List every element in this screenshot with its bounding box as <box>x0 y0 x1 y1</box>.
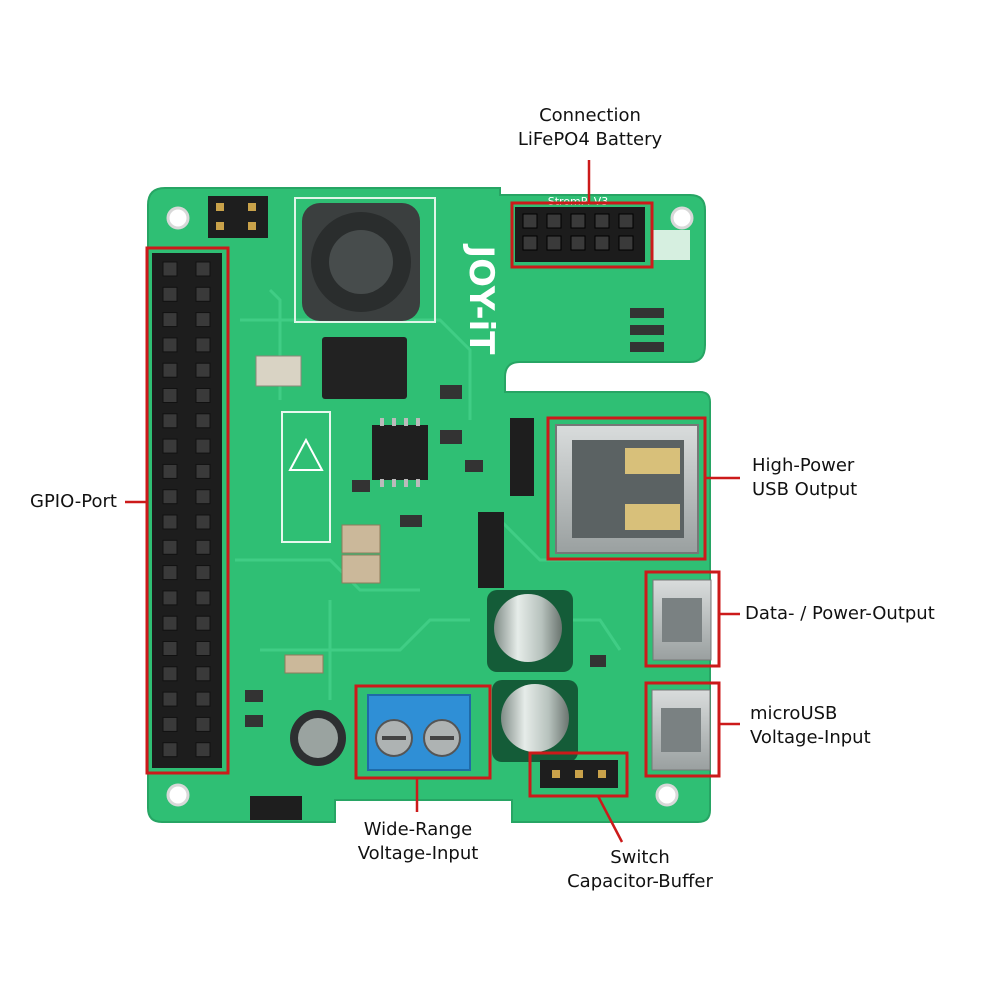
gpio-pin <box>195 590 211 606</box>
gpio-pin <box>195 286 211 302</box>
gpio-pin <box>162 362 178 378</box>
callout-switch-line2: Capacitor-Buffer <box>567 871 713 892</box>
callout-data-power-line1: Data- / Power-Output <box>745 603 935 624</box>
callout-microusb-line2: Voltage-Input <box>750 727 871 748</box>
gpio-pin <box>195 615 211 631</box>
highlight-data-power <box>644 570 721 668</box>
ic-chip <box>372 418 428 487</box>
highlight-boxes <box>145 201 721 798</box>
gpio-pin <box>162 388 178 403</box>
highlight-wide-range <box>354 684 492 780</box>
small-jumper-header <box>208 196 268 238</box>
gpio-pin <box>162 691 178 707</box>
usb-a-port <box>555 424 699 554</box>
callout-wide-range-line2: Voltage-Input <box>357 843 479 864</box>
leader-lines <box>125 160 740 843</box>
callout-usb-line1: High-Power <box>752 455 855 476</box>
reset-jumper <box>250 796 302 820</box>
gpio-pin <box>195 666 211 682</box>
callout-battery-line2: LiFePO4 Battery <box>517 129 663 150</box>
highlight-usb-a <box>546 416 707 561</box>
callout-wide-range-line1: Wide-Range <box>363 819 473 840</box>
gpio-pin <box>162 590 178 606</box>
gpio-pin <box>162 539 178 555</box>
highlight-gpio <box>145 246 230 775</box>
battery-pin <box>594 235 610 251</box>
callout-wide-range: Wide-Range Voltage-Input <box>318 818 518 866</box>
gpio-pin <box>195 337 211 353</box>
gpio-pin <box>162 514 178 530</box>
callout-switch-cap: Switch Capacitor-Buffer <box>540 846 740 894</box>
battery-pin <box>522 213 538 229</box>
gpio-pin <box>162 716 178 732</box>
gpio-pin <box>195 388 211 403</box>
gpio-pin <box>195 565 211 581</box>
gpio-pin <box>162 261 178 277</box>
gpio-pin <box>162 337 178 353</box>
diode <box>322 337 407 399</box>
cap-buffer-switch <box>540 760 618 788</box>
gpio-pin <box>195 742 211 758</box>
gpio-pin <box>162 312 178 328</box>
gpio-pin <box>195 438 211 454</box>
gpio-pin <box>195 716 211 732</box>
gpio-pin <box>195 514 211 530</box>
gpio-pin <box>195 691 211 707</box>
gpio-pin <box>162 413 178 429</box>
battery-pin <box>594 213 610 229</box>
mounting-holes <box>166 206 694 807</box>
battery-pin <box>522 235 538 251</box>
battery-pin <box>570 213 586 229</box>
gpio-header <box>152 253 222 768</box>
gpio-pin <box>162 489 178 505</box>
callout-switch-line1: Switch <box>610 847 670 868</box>
gpio-pin <box>162 666 178 682</box>
battery-pin <box>546 235 562 251</box>
battery-connector: StromPi V3 <box>515 195 690 262</box>
callout-gpio: GPIO-Port <box>30 490 150 514</box>
inductor <box>294 197 436 323</box>
gpio-pin <box>162 742 178 758</box>
gpio-pin <box>195 362 211 378</box>
micro-usb-bottom <box>651 689 711 771</box>
gpio-pin <box>162 438 178 454</box>
gpio-pin <box>195 463 211 479</box>
smd-components <box>245 308 664 727</box>
callout-usb-high-power: High-Power USB Output <box>752 454 952 502</box>
callout-battery: Connection LiFePO4 Battery <box>480 104 700 152</box>
gpio-pin <box>195 539 211 555</box>
jumper-headers <box>478 418 534 588</box>
callout-microusb-line1: microUSB <box>750 703 838 724</box>
highlight-switch-cap <box>528 751 629 798</box>
highlight-battery <box>510 201 654 269</box>
gpio-pin <box>162 565 178 581</box>
gpio-pin <box>162 615 178 631</box>
gpio-pin <box>195 489 211 505</box>
callout-battery-line1: Connection <box>539 105 641 126</box>
battery-pin <box>570 235 586 251</box>
gpio-pin <box>195 261 211 277</box>
gpio-pin <box>195 641 211 656</box>
callout-gpio-line1: GPIO-Port <box>30 491 117 512</box>
callout-data-power: Data- / Power-Output <box>745 602 985 626</box>
gpio-pin <box>162 286 178 302</box>
gpio-pin <box>162 463 178 479</box>
electrolytic-capacitors <box>290 590 578 766</box>
warning-label <box>281 411 331 543</box>
gpio-pin <box>195 312 211 328</box>
callout-microusb: microUSB Voltage-Input <box>750 702 950 750</box>
battery-pin <box>618 235 634 251</box>
battery-pin <box>618 213 634 229</box>
gpio-pin <box>162 641 178 656</box>
micro-usb-top <box>652 579 712 661</box>
terminal-block <box>367 694 471 771</box>
callout-usb-line2: USB Output <box>752 479 858 500</box>
gpio-pin <box>195 413 211 429</box>
battery-pin <box>546 213 562 229</box>
highlight-microusb <box>644 681 721 778</box>
brand-logo: JOY-iT <box>461 244 501 356</box>
